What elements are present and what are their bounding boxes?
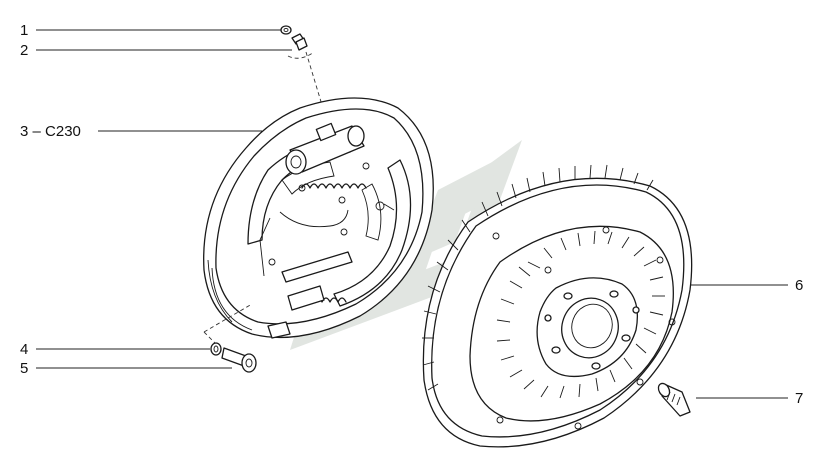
drum-stud-holes xyxy=(544,290,640,370)
callout-4: 4 xyxy=(20,341,28,358)
callout-6: 6 xyxy=(795,277,803,294)
part-4-washer xyxy=(210,342,222,356)
callout-5: 5 xyxy=(20,360,28,377)
part-5-bolt xyxy=(221,347,257,373)
drum-radial-fins xyxy=(496,230,665,399)
part-7-wheel-stud xyxy=(657,382,691,417)
callout-7: 7 xyxy=(795,390,803,407)
drum-outer-fins xyxy=(422,164,654,391)
upper-spring xyxy=(301,183,367,189)
part-3-backing-plate xyxy=(203,97,434,347)
leader-lines xyxy=(36,29,788,399)
wheel-cylinder xyxy=(285,122,365,175)
callout-2: 2 xyxy=(20,42,28,59)
part-6-brake-drum xyxy=(422,164,693,448)
callout-1: 1 xyxy=(20,22,28,39)
part-1-nut xyxy=(280,25,292,35)
callout-3: 3 – C230 xyxy=(20,123,81,140)
